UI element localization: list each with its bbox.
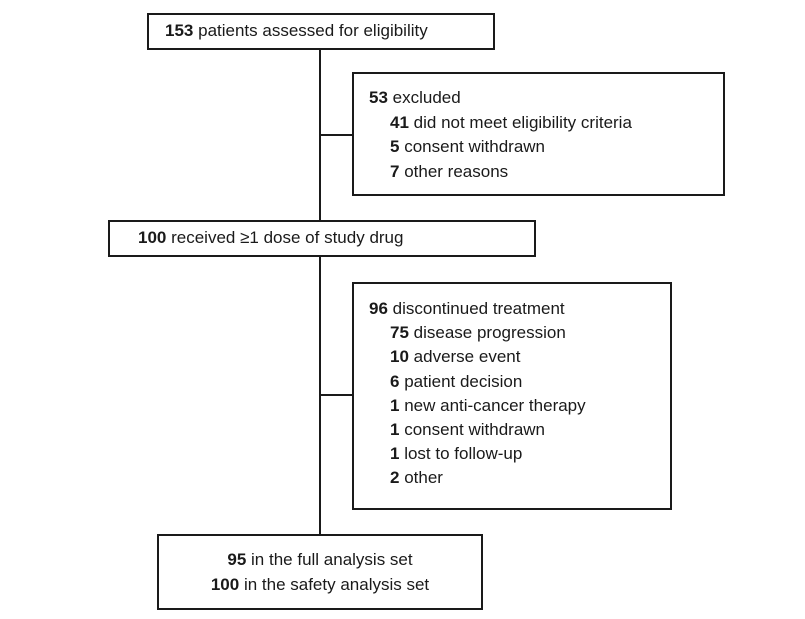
count-value: 100 — [138, 228, 167, 248]
count-value: 95 — [227, 550, 247, 569]
count-value: 1 — [390, 395, 400, 415]
flow-line: 153 patients assessed for eligibility — [165, 19, 493, 44]
line-label: consent withdrawn — [404, 420, 546, 440]
count-value: 53 — [369, 88, 388, 107]
line-label: received ≥1 dose of study drug — [171, 228, 404, 248]
line-label: in the safety analysis set — [243, 575, 430, 594]
line-label: lost to follow-up — [404, 444, 523, 464]
line-label: excluded — [392, 88, 461, 107]
line-label: new anti-cancer therapy — [404, 395, 586, 415]
flow-line: 7 other reasons — [369, 160, 723, 185]
flow-line: 53 excluded — [369, 86, 723, 111]
flow-line: 75 disease progression — [369, 321, 670, 345]
line-label: in the full analysis set — [251, 550, 413, 569]
count-value: 41 — [390, 112, 409, 132]
line-label: consent withdrawn — [404, 137, 546, 156]
count-value: 6 — [390, 371, 400, 391]
flow-line: 1 lost to follow-up — [369, 442, 670, 466]
count-value: 7 — [390, 161, 400, 181]
count-value: 153 — [165, 21, 194, 41]
count-value: 5 — [390, 137, 400, 156]
count-value: 10 — [390, 347, 409, 367]
line-label: patients assessed for eligibility — [198, 21, 428, 41]
flow-box-assessed-for-eligibility: 153 patients assessed for eligibility — [147, 13, 495, 50]
line-label: patient decision — [404, 371, 523, 391]
flow-line: 41 did not meet eligibility criteria — [369, 111, 723, 136]
flow-line: 6 patient decision — [369, 370, 670, 394]
flow-line: 100 received ≥1 dose of study drug — [138, 226, 534, 251]
line-label: other — [404, 468, 443, 488]
count-value: 2 — [390, 468, 400, 488]
flow-line: 2 other — [369, 466, 670, 490]
flow-line: 1 new anti-cancer therapy — [369, 394, 670, 418]
connector-branch-to-excluded — [321, 134, 352, 136]
line-label: discontinued treatment — [392, 299, 565, 318]
connector-branch-to-discontinued — [321, 394, 352, 396]
count-value: 1 — [390, 420, 400, 440]
flow-line: 96 discontinued treatment — [369, 297, 670, 321]
count-value: 100 — [210, 575, 240, 594]
count-value: 96 — [369, 299, 388, 318]
connector-vertical-received-to-analysis — [319, 257, 321, 534]
flow-box-received-study-drug: 100 received ≥1 dose of study drug — [108, 220, 536, 257]
flow-line: 10 adverse event — [369, 345, 670, 369]
flow-line: 5 consent withdrawn — [369, 135, 723, 160]
line-label: other reasons — [404, 161, 509, 181]
flow-line: 1 consent withdrawn — [369, 418, 670, 442]
line-label: did not meet eligibility criteria — [413, 112, 632, 132]
count-value: 75 — [390, 323, 409, 343]
flow-line: 95 in the full analysis set — [159, 547, 481, 572]
line-label: disease progression — [413, 323, 566, 343]
connector-vertical-assessed-to-received — [319, 50, 321, 220]
line-label: adverse event — [413, 347, 521, 367]
flow-line: 100 in the safety analysis set — [159, 572, 481, 597]
count-value: 1 — [390, 444, 400, 464]
